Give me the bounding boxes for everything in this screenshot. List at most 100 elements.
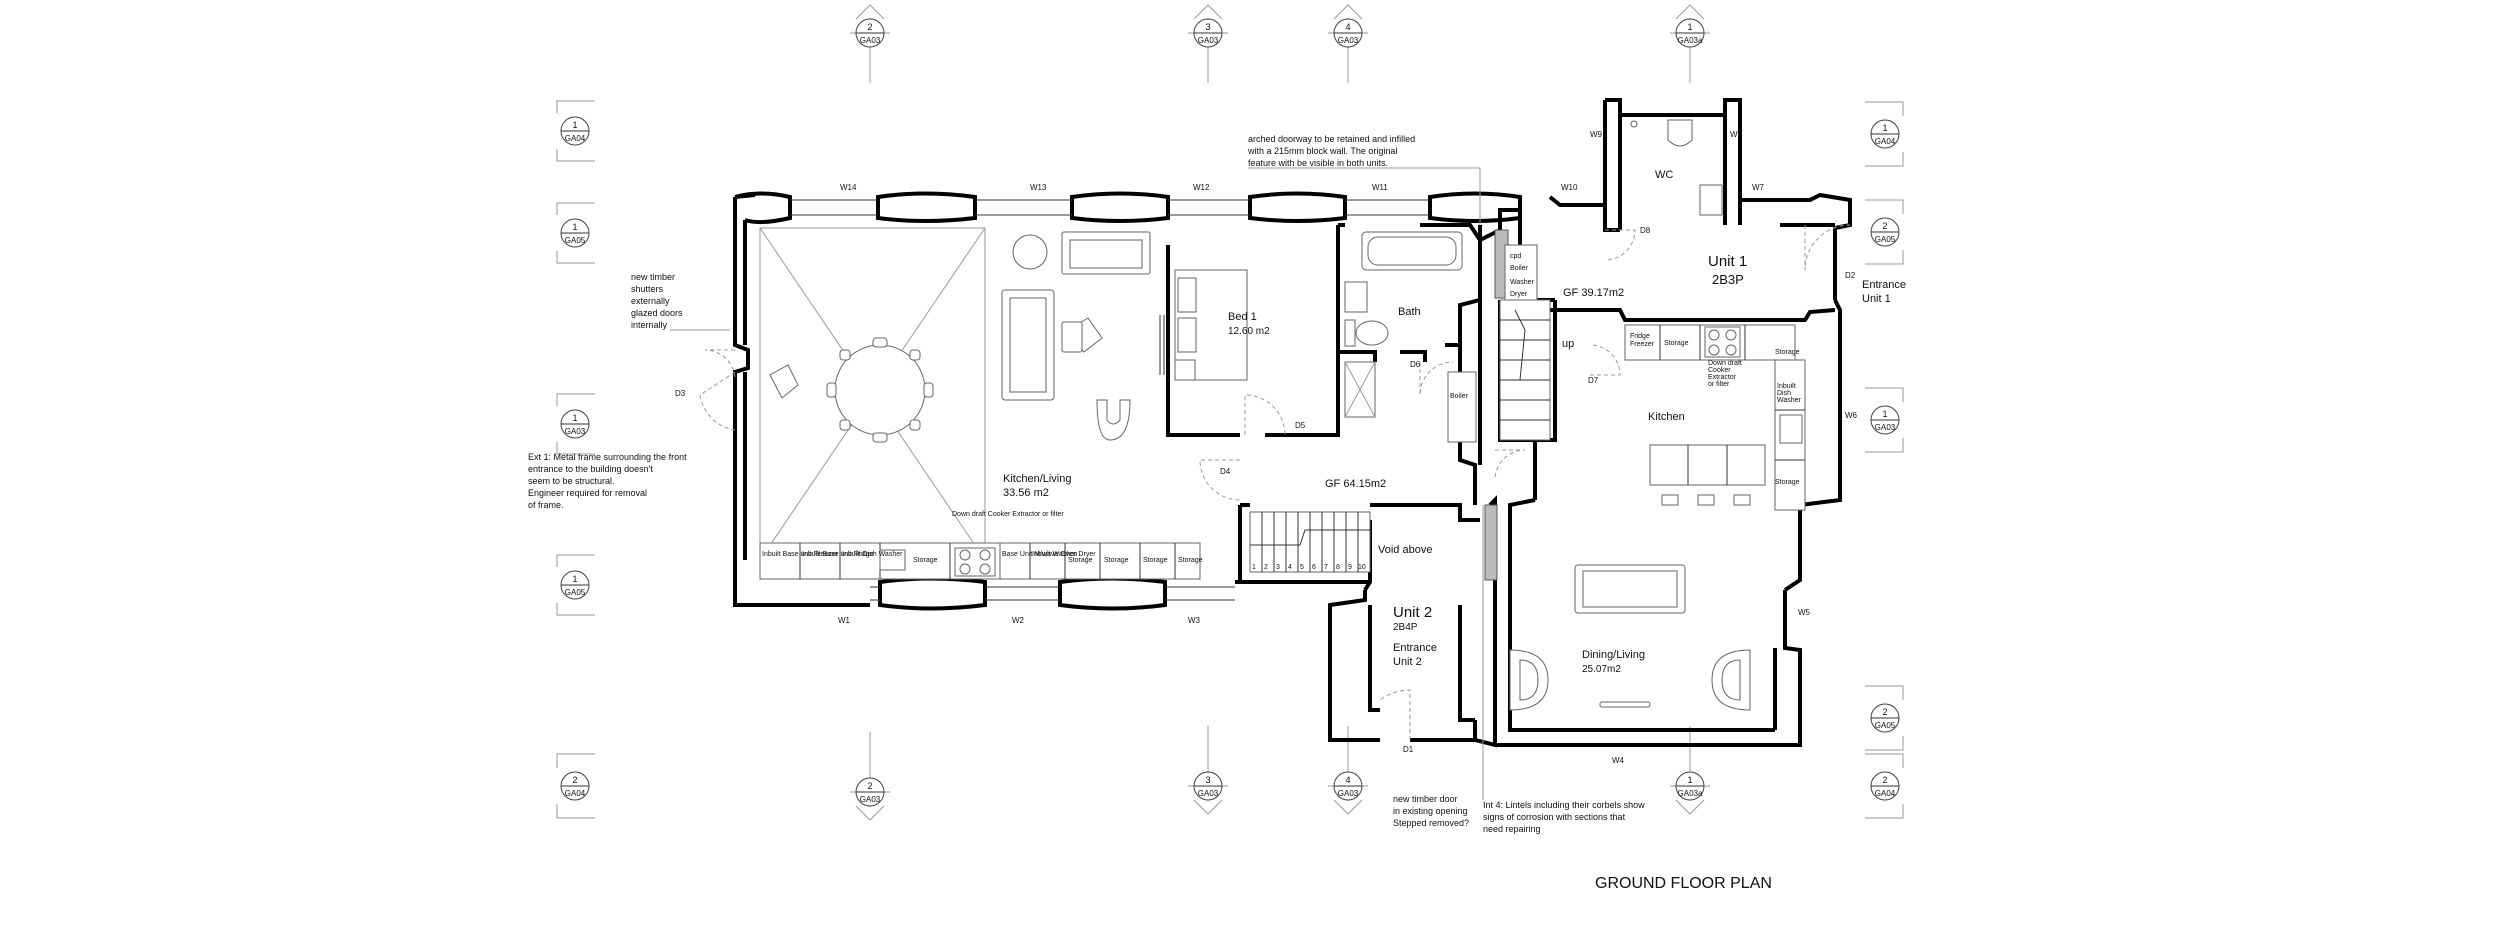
marker-ref: GA04 [565,134,586,143]
note-line: new timber door [1393,794,1458,804]
note-int4: Int 4: Lintels including their corbels s… [1482,505,1645,834]
marker-ref: GA05 [565,236,586,245]
marker-ref: GA04 [1875,789,1896,798]
marker-ref: GA03 [1338,36,1359,45]
fitting-label: Base Unit M/wave Oven [1002,551,1077,558]
note-line: internally [631,320,668,330]
fitting-label: Inbuilt Washer Dryer [1032,551,1096,558]
marker-ref: GA04 [1875,137,1896,146]
window-tag: W12 [1193,183,1210,192]
window-tag: W3 [1188,616,1201,625]
unit2-area: GF 64.15m2 [1325,478,1386,490]
unit2-entrance-line2: Unit 2 [1393,656,1422,668]
window-tag: W4 [1612,756,1625,765]
door-tag: D3 [675,389,686,398]
unit1-type: 2B3P [1712,272,1744,287]
room-name-wc: WC [1655,169,1673,181]
marker-number: 3 [1205,775,1210,785]
section-marker[interactable]: 1 GA03a [1670,726,1710,815]
window-tag: W2 [1012,616,1025,625]
marker-ref: GA03a [1678,36,1703,45]
marker-number: 1 [1687,22,1692,32]
door-tag: D8 [1640,226,1651,235]
marker-ref: GA03 [1198,36,1219,45]
window-tag: W8 [1730,130,1743,139]
section-marker[interactable]: 1 GA05 [556,554,595,616]
marker-ref: GA03 [565,427,586,436]
door-tag: D4 [1220,467,1231,476]
marker-ref: GA03 [860,36,881,45]
fitting-label: or filter [1708,381,1730,388]
stair-step-number: 2 [1264,564,1268,571]
stair-step-number: 10 [1358,564,1366,571]
section-marker[interactable]: 1 GA03 [1865,387,1904,453]
room-name-dining-living: Dining/Living [1582,649,1645,661]
fitting-label: Storage [1178,557,1203,564]
marker-number: 3 [1205,22,1210,32]
section-marker[interactable]: 1 GA05 [556,202,595,264]
fitting-label: Washer [1777,397,1802,404]
note-line: signs of corrosion with sections that [1483,812,1626,822]
drawing-title: GROUND FLOOR PLAN [1595,875,1772,892]
stair-step-number: 6 [1312,564,1316,571]
marker-ref: GA03 [1875,423,1896,432]
stair-step-number: 7 [1324,564,1328,571]
marker-number: 2 [1882,221,1887,231]
section-marker[interactable]: 2 GA05 [1865,199,1904,265]
fitting-label: Down draft [1708,360,1742,367]
door-tag: D7 [1588,376,1599,385]
section-marker[interactable]: 3 GA03 [1188,4,1228,83]
stair-step-number: 9 [1348,564,1352,571]
fitting-label: Dryer [1510,291,1528,298]
fitting-label: Inbuilt Base unit Fridge [802,551,874,558]
marker-ref: GA05 [1875,235,1896,244]
room-name-kitchen-living: Kitchen/Living [1003,473,1072,485]
note-ext1: Ext 1: Metal frame surrounding the front… [528,452,687,510]
room-name-kitchen: Kitchen [1648,411,1685,423]
window-tag: W5 [1798,608,1811,617]
stair-step-number: 8 [1336,564,1340,571]
section-marker[interactable]: 2 GA05 [1865,685,1904,751]
annotations: new timber shutters externally glazed do… [528,134,1645,834]
section-marker[interactable]: 1 GA04 [1865,101,1904,167]
section-marker[interactable]: 2 GA03 [850,732,890,821]
marker-number: 4 [1345,775,1350,785]
room-area-kitchen-living: 33.56 m2 [1003,487,1049,499]
note-line: need repairing [1483,824,1541,834]
marker-number: 4 [1345,22,1350,32]
section-marker[interactable]: 1 GA03 [556,393,595,455]
section-marker[interactable]: 2 GA04 [556,753,595,819]
marker-ref: GA03 [860,795,881,804]
window-tag: W7 [1752,183,1765,192]
section-marker[interactable]: 1 GA03a [1670,4,1710,83]
fitting-label: Fridge [1630,333,1650,340]
room-name-bath: Bath [1398,306,1421,318]
section-marker[interactable]: 1 GA04 [556,100,595,162]
marker-number: 1 [572,574,577,584]
unit1-entrance-line2: Unit 1 [1862,293,1891,305]
note-line: arched doorway to be retained and infill… [1248,134,1415,144]
window-tag: W11 [1372,183,1388,192]
section-marker[interactable]: 2 GA03 [850,4,890,83]
note-line: with a 215mm block wall. The original [1247,146,1397,156]
note-line: seem to be structural. [528,476,615,486]
stair-step-number: 3 [1276,564,1280,571]
fitting-label: Extractor [1708,374,1737,381]
opening-labels: W14 W13 W12 W11 W10 W9 W8 W7 W6 W5 W4 W1… [675,130,1858,765]
door-tag: D6 [1410,360,1421,369]
marker-number: 1 [572,120,577,130]
section-marker[interactable]: 3 GA03 [1188,726,1228,815]
note-line: shutters [631,284,664,294]
note-shutters: new timber shutters externally glazed do… [631,272,730,331]
marker-ref: GA03 [1338,789,1359,798]
fitting-label: Storage [1775,479,1800,486]
note-line: externally [631,296,670,306]
fitting-label: cpd [1510,253,1521,260]
marker-number: 1 [1882,123,1887,133]
section-marker[interactable]: 4 GA03 [1328,4,1368,83]
note-line: new timber [631,272,675,282]
room-name-void-above: Void above [1378,544,1432,556]
fitting-label: Cooker [1708,367,1731,374]
section-marker[interactable]: 2 GA04 [1865,753,1904,819]
